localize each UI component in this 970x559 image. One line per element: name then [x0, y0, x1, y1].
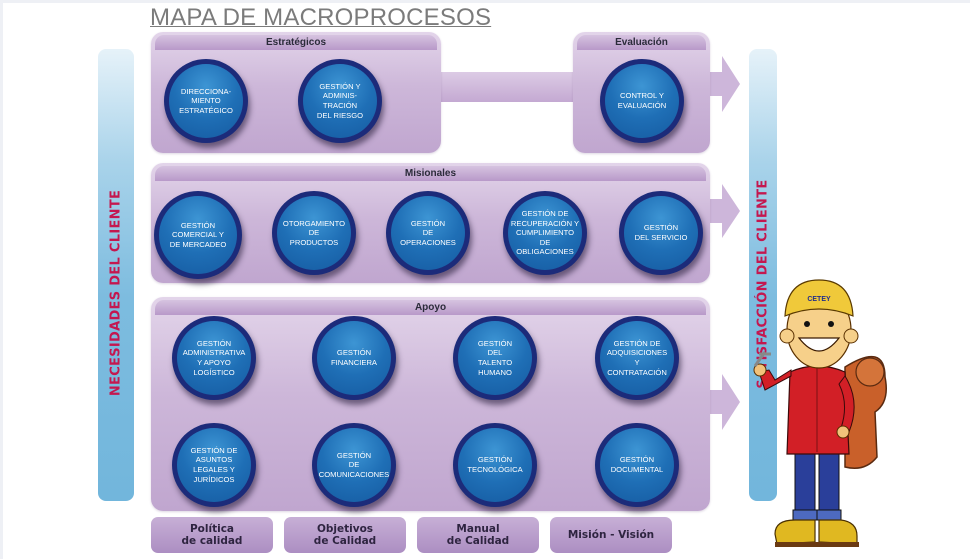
process-circle[interactable]: GESTIÓN DE OPERACIONES	[386, 191, 470, 275]
process-circle[interactable]: GESTIÓN COMERCIAL Y DE MERCADEO	[154, 191, 242, 279]
panel-header-evaluacion: Evaluación	[577, 35, 706, 50]
process-circle[interactable]: CONTROL Y EVALUACIÓN	[600, 59, 684, 143]
mission-vision-button[interactable]: Misión - Visión	[550, 517, 672, 553]
process-circle[interactable]: GESTIÓN DE ASUNTOS LEGALES Y JURÍDICOS	[172, 423, 256, 507]
misionales-arrow-icon	[700, 184, 740, 238]
process-circle[interactable]: GESTIÓN DOCUMENTAL	[595, 423, 679, 507]
process-circle[interactable]: GESTIÓN DE COMUNICACIONES	[312, 423, 396, 507]
process-label: GESTIÓN DE OPERACIONES	[391, 196, 465, 270]
process-label: DIRECCIONA- MIENTO ESTRATÉGICO	[169, 64, 243, 138]
process-label: GESTIÓN DOCUMENTAL	[600, 428, 674, 502]
process-circle[interactable]: GESTIÓN TECNOLÓGICA	[453, 423, 537, 507]
process-label: GESTIÓN TECNOLÓGICA	[458, 428, 532, 502]
process-circle[interactable]: GESTIÓN ADMINISTRATIVA Y APOYO LOGÍSTICO	[172, 316, 256, 400]
process-label: GESTIÓN Y ADMINIS- TRACIÓN DEL RIESGO	[303, 64, 377, 138]
process-circle[interactable]: GESTIÓN Y ADMINIS- TRACIÓN DEL RIESGO	[298, 59, 382, 143]
quality-objectives-button[interactable]: Objetivos de Calidad	[284, 517, 406, 553]
evaluation-arrow-icon	[700, 56, 740, 112]
process-label: OTORGAMIENTO DE PRODUCTOS	[277, 196, 351, 270]
panel-header-apoyo: Apoyo	[155, 300, 706, 315]
process-circle[interactable]: GESTIÓN DE RECUPERACIÓN Y CUMPLIMIENTO D…	[503, 191, 587, 275]
process-label: GESTIÓN COMERCIAL Y DE MERCADEO	[159, 196, 237, 274]
quality-policy-button[interactable]: Política de calidad	[151, 517, 273, 553]
process-circle[interactable]: GESTIÓN DEL TALENTO HUMANO	[453, 316, 537, 400]
process-circle[interactable]: GESTIÓN DE ADQUISICIONES Y CONTRATACIÓN	[595, 316, 679, 400]
customer-satisfaction-bar: SATISFACCIÓN DEL CLIENTE	[749, 49, 777, 501]
customer-needs-label: NECESIDADES DEL CLIENTE	[108, 189, 124, 397]
process-label: GESTIÓN DE ADQUISICIONES Y CONTRATACIÓN	[600, 321, 674, 395]
apoyo-arrow-icon	[700, 374, 740, 430]
helmet-text: CETEY	[807, 296, 831, 303]
process-label: GESTIÓN DEL TALENTO HUMANO	[458, 321, 532, 395]
process-label: GESTIÓN DEL SERVICIO	[624, 196, 698, 270]
process-label: GESTIÓN DE ASUNTOS LEGALES Y JURÍDICOS	[177, 428, 251, 502]
process-circle[interactable]: DIRECCIONA- MIENTO ESTRATÉGICO	[164, 59, 248, 143]
climber-mascot-icon: CETEY	[753, 279, 887, 547]
page-title: MAPA DE MACROPROCESOS	[150, 4, 492, 31]
process-circle[interactable]: GESTIÓN DEL SERVICIO	[619, 191, 703, 275]
process-label: GESTIÓN DE RECUPERACIÓN Y CUMPLIMIENTO D…	[508, 196, 582, 270]
process-label: GESTIÓN FINANCIERA	[317, 321, 391, 395]
process-label: GESTIÓN DE COMUNICACIONES	[317, 428, 391, 502]
process-label: GESTIÓN ADMINISTRATIVA Y APOYO LOGÍSTICO	[177, 321, 251, 395]
panel-header-estrategicos: Estratégicos	[155, 35, 437, 50]
quality-manual-button[interactable]: Manual de Calidad	[417, 517, 539, 553]
strategic-to-evaluation-connector	[438, 72, 576, 102]
customer-needs-bar: NECESIDADES DEL CLIENTE	[98, 49, 134, 501]
process-label: CONTROL Y EVALUACIÓN	[605, 64, 679, 138]
panel-header-misionales: Misionales	[155, 166, 706, 181]
process-circle[interactable]: GESTIÓN FINANCIERA	[312, 316, 396, 400]
process-circle[interactable]: OTORGAMIENTO DE PRODUCTOS	[272, 191, 356, 275]
